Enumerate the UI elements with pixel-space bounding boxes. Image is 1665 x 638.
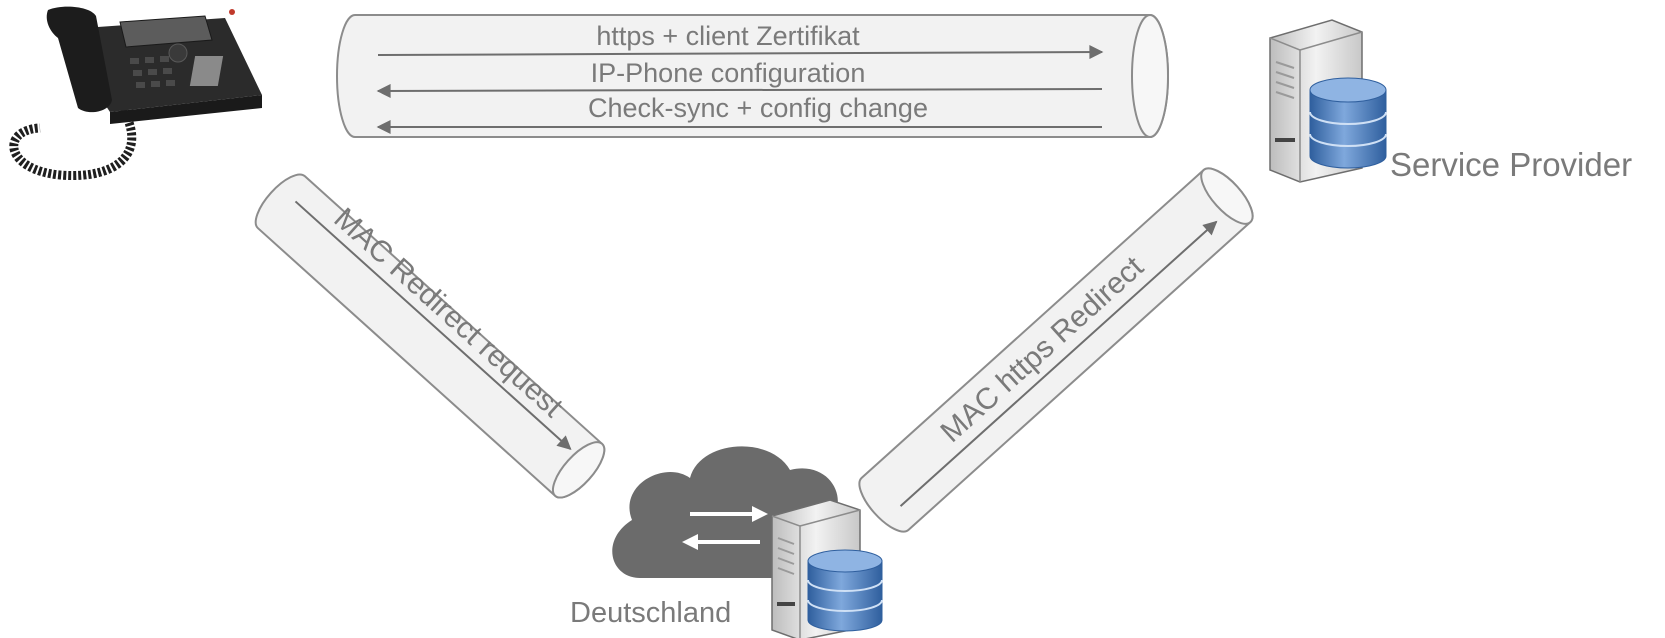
redirect-server-label: Deutschland <box>570 597 731 629</box>
left-tube-end <box>552 441 606 499</box>
server-database-icon <box>771 499 883 638</box>
service-provider-label: Service Provider <box>1390 146 1632 183</box>
right-tube-arrow <box>899 220 1218 507</box>
right-tube: MAC https Redirect <box>858 167 1254 533</box>
top-tube-line-2: IP-Phone configuration <box>591 58 866 88</box>
right-tube-label: MAC https Redirect <box>935 250 1151 449</box>
left-tube-arrow <box>294 200 572 450</box>
top-tube-line-3: Check-sync + config change <box>588 93 928 123</box>
left-tube-body <box>254 173 606 499</box>
top-tube-line-1: https + client Zertifikat <box>596 21 860 51</box>
server-database-icon <box>1269 19 1387 183</box>
left-tube: MAC Redirect request <box>254 173 606 499</box>
right-tube-end <box>1200 167 1254 225</box>
top-tube-end <box>1131 14 1169 138</box>
arrow-to-provider <box>377 45 1104 60</box>
ip-phone-icon <box>9 6 262 181</box>
arrow-config-to-phone <box>376 83 1103 98</box>
top-tube: https + client Zertifikat IP-Phone confi… <box>336 14 1169 138</box>
